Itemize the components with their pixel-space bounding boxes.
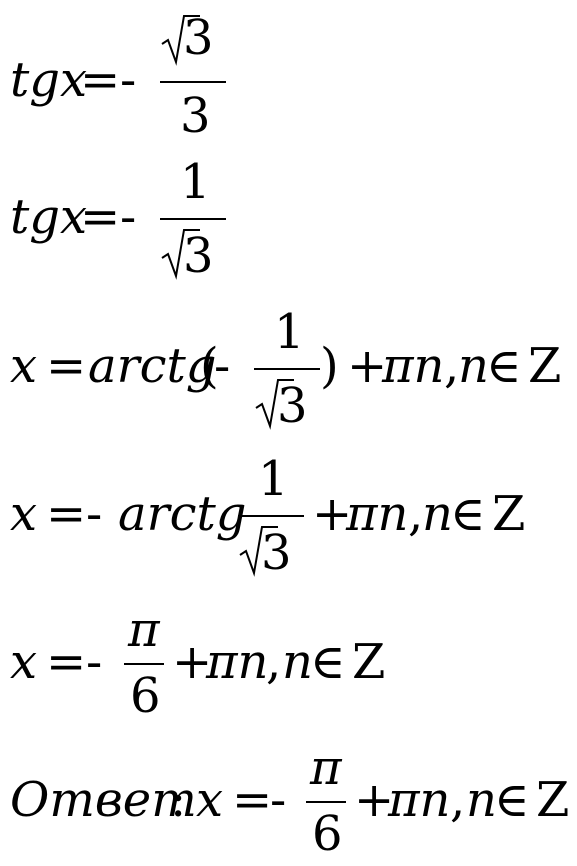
denominator: 3: [180, 88, 211, 144]
lhs-tgx: tgx: [10, 189, 88, 245]
numerator-pi: π: [128, 602, 160, 658]
variable-x: x: [10, 486, 38, 542]
fraction-bar: [254, 368, 320, 370]
function-arctg: arctg: [88, 338, 217, 394]
variable-n: n: [422, 486, 453, 542]
numerator: 1: [274, 304, 305, 360]
minus-sign: -: [120, 189, 137, 245]
sqrt-sign: [239, 526, 278, 577]
comma: ,: [408, 486, 424, 542]
pi-n-term: πn: [388, 772, 451, 828]
minus-sign: -: [270, 772, 287, 828]
plus-sign: +: [347, 338, 388, 394]
comma: ,: [444, 338, 460, 394]
variable-x: x: [10, 338, 38, 394]
colon: :: [170, 772, 187, 828]
variable-n: n: [282, 634, 313, 690]
minus-sign: -: [86, 634, 103, 690]
integers-set: Z: [528, 338, 562, 394]
function-arctg: arctg: [118, 486, 247, 542]
comma: ,: [266, 634, 282, 690]
element-of-sign: ∈: [310, 634, 346, 690]
element-of-sign: ∈: [450, 486, 486, 542]
denominator-radicand: 3: [183, 228, 214, 284]
plus-sign: +: [172, 634, 213, 690]
integers-set: Z: [492, 486, 526, 542]
fraction-bar: [124, 663, 164, 665]
open-paren: (: [200, 338, 219, 394]
fraction-bar: [160, 218, 226, 220]
denominator-radicand: 3: [261, 525, 292, 581]
variable-n: n: [466, 772, 497, 828]
denominator: 6: [130, 668, 161, 724]
plus-sign: +: [312, 486, 353, 542]
numerator: 1: [258, 451, 289, 507]
sqrt-sign: [255, 379, 294, 430]
integers-set: Z: [536, 772, 570, 828]
variable-x: x: [196, 772, 224, 828]
denominator-radicand: 3: [277, 378, 308, 434]
denominator: 6: [312, 806, 343, 862]
equals-sign: =: [80, 189, 121, 245]
numerator-radicand: 3: [183, 10, 214, 66]
minus-sign: -: [214, 338, 231, 394]
pi-n-term: πn: [382, 338, 445, 394]
equals-sign: =: [80, 52, 121, 108]
equals-sign: =: [46, 338, 87, 394]
comma: ,: [450, 772, 466, 828]
sqrt-sign: [161, 229, 200, 280]
variable-n: n: [458, 338, 489, 394]
variable-x: x: [10, 634, 38, 690]
fraction-bar: [160, 81, 226, 83]
fraction-bar: [306, 801, 346, 803]
element-of-sign: ∈: [494, 772, 530, 828]
numerator: 1: [180, 154, 211, 210]
pi-n-term: πn: [206, 634, 269, 690]
lhs-tgx: tgx: [10, 52, 88, 108]
integers-set: Z: [352, 634, 386, 690]
sqrt-sign: [161, 15, 200, 66]
pi-n-term: πn: [346, 486, 409, 542]
element-of-sign: ∈: [486, 338, 522, 394]
plus-sign: +: [354, 772, 395, 828]
fraction-bar: [238, 515, 304, 517]
equals-sign: =: [46, 634, 87, 690]
close-paren: ): [320, 338, 339, 394]
equals-sign: =: [232, 772, 273, 828]
minus-sign: -: [86, 486, 103, 542]
answer-label: Ответ: [10, 772, 197, 828]
minus-sign: -: [120, 52, 137, 108]
equals-sign: =: [46, 486, 87, 542]
numerator-pi: π: [310, 740, 342, 796]
